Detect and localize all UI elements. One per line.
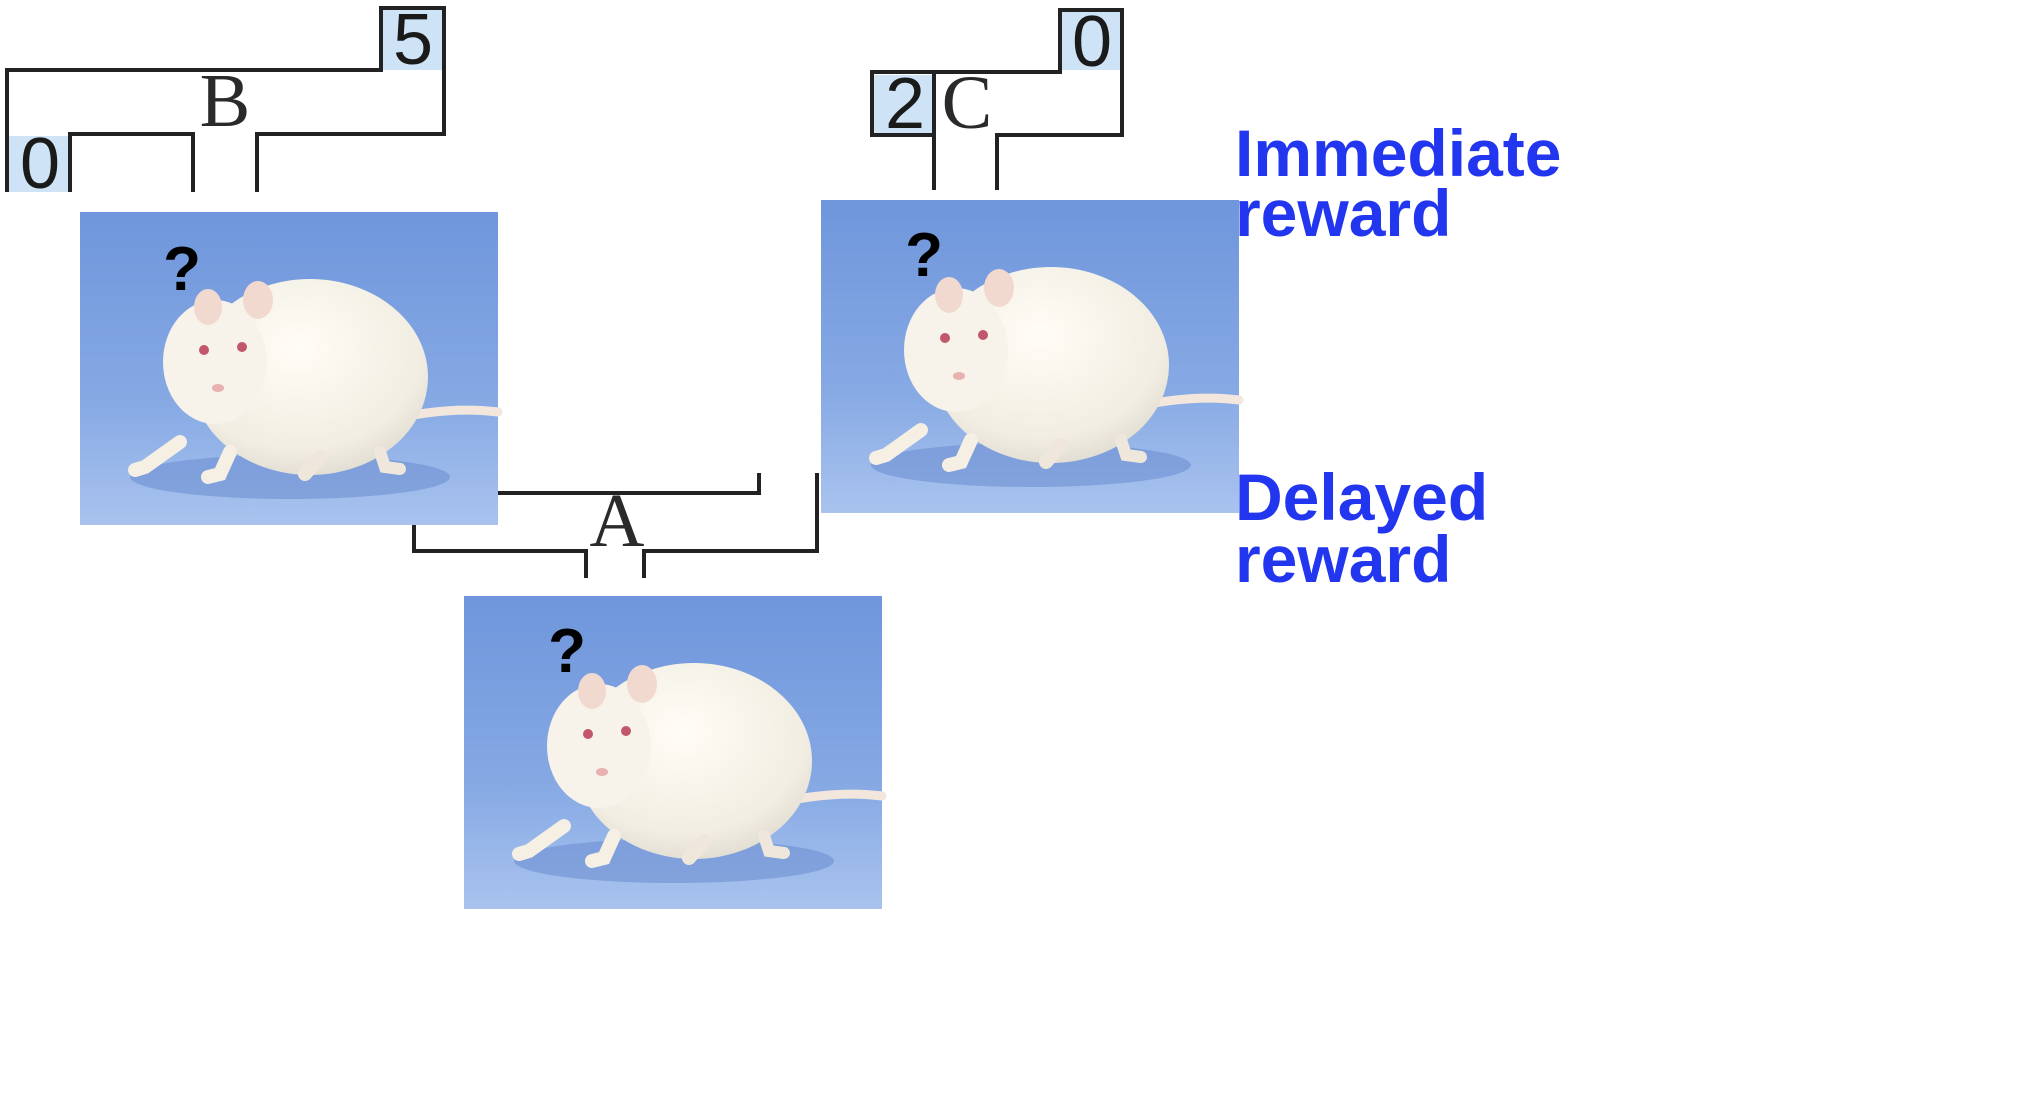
reward-value-b-left: 0 xyxy=(20,124,60,204)
reward-box-b-right xyxy=(383,10,442,70)
reward-box-c-left xyxy=(874,75,934,133)
junction-label-c: C xyxy=(942,61,993,145)
maze-junction-b: 5 0 B xyxy=(5,0,446,204)
rat-photo-junction-b: ? xyxy=(80,212,498,525)
question-mark-b: ? xyxy=(163,235,201,304)
reward-value-c-left: 2 xyxy=(885,64,925,144)
delayed-reward-line-1: Delayed xyxy=(1235,460,1488,534)
junction-label-b: B xyxy=(200,59,251,143)
immediate-reward-line-1: Immediate xyxy=(1235,116,1561,190)
reward-box-b-left xyxy=(9,136,68,192)
immediate-reward-label: Immediate reward xyxy=(1235,116,1561,250)
rat-photo-junction-a: ? xyxy=(464,596,882,909)
maze-junction-c: 0 2 C xyxy=(870,2,1124,190)
delayed-reward-line-2: reward xyxy=(1235,522,1451,596)
junction-label-a: A xyxy=(590,479,645,563)
maze-c-walls xyxy=(870,8,1124,190)
reward-box-c-right xyxy=(1062,12,1120,70)
question-mark-a: ? xyxy=(548,617,586,686)
reward-value-b-right: 5 xyxy=(393,0,433,80)
rat-photo-junction-c: ? xyxy=(821,200,1239,513)
delayed-reward-label: Delayed reward xyxy=(1235,460,1488,596)
reward-value-c-right: 0 xyxy=(1072,2,1112,82)
immediate-reward-line-2: reward xyxy=(1235,176,1451,250)
question-mark-c: ? xyxy=(905,221,943,290)
